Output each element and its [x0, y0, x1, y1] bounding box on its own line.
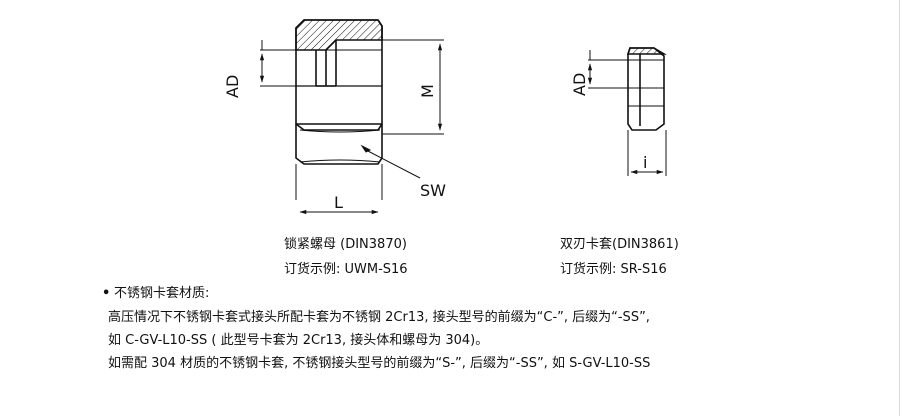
ferrule-i-label: i — [643, 153, 647, 172]
nut-ad-dimension — [259, 40, 316, 87]
lock-nut-drawing — [295, 19, 383, 200]
nut-sw-leader — [360, 144, 421, 179]
nut-m-label: M — [418, 84, 437, 98]
nut-ad-label: AD — [223, 75, 242, 98]
nut-l-label: L — [334, 193, 343, 212]
ferrule-drawing — [626, 47, 667, 176]
material-line-3: 如需配 304 材质的不锈钢卡套, 不锈钢接头型号的前缀为“S-”, 后缀为“-… — [108, 356, 651, 371]
nut-m-dimension — [382, 39, 444, 135]
nut-title: 锁紧螺母 (DIN3870) — [284, 237, 407, 252]
right-edge-rule — [899, 0, 900, 416]
material-line-2: 如 C-GV-L10-SS ( 此型号卡套为 2Cr13, 接头体和螺母为 30… — [108, 333, 489, 348]
material-line-1: 高压情况下不锈钢卡套式接头所配卡套为不锈钢 2Cr13, 接头型号的前缀为“C-… — [108, 310, 650, 325]
nut-hatched-section — [295, 19, 383, 51]
ferrule-ad-label: AD — [570, 73, 589, 96]
ferrule-title: 双刃卡套(DIN3861) — [560, 237, 679, 252]
nut-order-example: 订货示例: UWM-S16 — [284, 262, 408, 277]
ferrule-ad-dimension — [587, 50, 628, 89]
nut-sw-label: SW — [420, 181, 446, 200]
bullet-icon: • — [102, 286, 111, 301]
material-heading: 不锈钢卡套材质: — [114, 286, 210, 301]
material-heading-row: •不锈钢卡套材质: — [102, 285, 209, 303]
ferrule-order-example: 订货示例: SR-S16 — [560, 262, 667, 277]
